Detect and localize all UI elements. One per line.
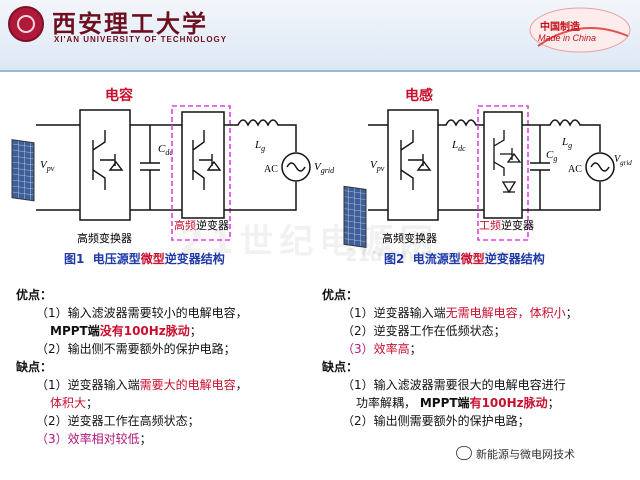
right-pro-3: （3）效率高；: [342, 342, 422, 356]
svg-text:工频逆变器: 工频逆变器: [479, 218, 534, 232]
right-con-1-cont: 功率解耦， MPPT端有100Hz脉动；: [356, 396, 560, 410]
right-pros-cons: 优点： （1）逆变器输入端无需电解电容，体积小； （2）逆变器工作在低频状态； …: [322, 286, 578, 430]
svg-text:Cdc: Cdc: [158, 143, 173, 157]
left-pro-1: （1）输入滤波器需要较小的电解电容，: [36, 306, 248, 320]
inverter-diagrams: 电容 Vpv 高频变换器 Cdc 高频逆变器 Lg AC Vgrid 电感 Vp…: [11, 87, 632, 249]
dc-inductor-icon: [438, 119, 484, 127]
right-pro-1: （1）逆变器输入端无需电解电容，体积小；: [342, 306, 578, 320]
high-frequency-converter-block: [79, 109, 131, 221]
svg-text:高频变换器: 高频变换器: [382, 231, 437, 245]
left-con-3: （3）效率相对较低；: [36, 432, 152, 446]
right-con-2: （2）输出侧需要额外的保护电路；: [342, 414, 530, 428]
figure2-caption: 图2 电流源型微型逆变器结构: [384, 252, 545, 266]
svg-text:Vgrid: Vgrid: [614, 154, 632, 167]
university-name-cn: 西安理工大学: [52, 9, 208, 38]
svg-text:Vpv: Vpv: [370, 159, 385, 173]
capacitor-label: 电容: [105, 87, 133, 104]
svg-text:Vpv: Vpv: [40, 159, 55, 173]
vpv-label: V: [40, 159, 48, 171]
right-con-1: （1）输入滤波器需要很大的电解电容进行: [342, 378, 566, 392]
grid-inductor-icon: [540, 119, 601, 152]
svg-text:Lg: Lg: [561, 136, 572, 150]
voltage-source-diagram: 电容 Vpv 高频变换器 Cdc 高频逆变器 Lg AC Vgrid: [11, 87, 335, 245]
pv-panel-icon: [343, 185, 367, 249]
lf-inverter-highlight-box: [477, 105, 529, 241]
account-name: 新能源与微电网技术: [476, 448, 575, 461]
left-con-2: （2）逆变器工作在高频状态；: [36, 414, 200, 428]
figure1-caption: 图1 电压源型微型逆变器结构: [64, 252, 225, 266]
watermark: 21世纪电源网: [180, 222, 440, 262]
svg-text:Cg: Cg: [546, 149, 557, 163]
university-name-en: XI'AN UNIVERSITY OF TECHNOLOGY: [54, 35, 228, 44]
svg-text:Vgrid: Vgrid: [314, 161, 335, 175]
left-pro-1-cont: MPPT端没有100Hz脉动；: [50, 324, 202, 338]
pros-heading: 优点：: [322, 288, 359, 302]
high-frequency-inverter-block: [181, 111, 225, 219]
left-con-1: （1）逆变器输入端需要大的电解电容，: [36, 378, 248, 392]
svg-text:Lg: Lg: [254, 139, 265, 153]
high-frequency-converter-block: [387, 109, 439, 221]
inductor-icon: [224, 119, 297, 152]
left-con-1-cont: 体积大；: [50, 396, 99, 410]
made-in-china-badge-icon: [529, 7, 631, 53]
svg-text:高频逆变器: 高频逆变器: [174, 218, 229, 232]
university-seal-icon: [8, 6, 44, 42]
svg-text:AC: AC: [568, 164, 582, 175]
pros-heading: 优点：: [16, 288, 53, 302]
inductor-label: 电感: [405, 87, 433, 104]
right-pro-2: （2）逆变器工作在低频状态；: [342, 324, 506, 338]
block1-label: 高频变换器: [77, 231, 132, 245]
hf-inverter-highlight-box: [171, 105, 231, 241]
current-source-diagram: 电感 Vpv 高频变换器 Ldc 工频逆变器 Cg Lg AC Vgrid: [343, 87, 632, 249]
cons-heading: 缺点：: [16, 360, 53, 374]
watermark-url: 21dianyuan.com: [345, 245, 513, 266]
dc-capacitor-icon: [140, 125, 160, 210]
badge-text-cn: 中国制造: [540, 22, 580, 33]
svg-text:Ldc: Ldc: [451, 139, 466, 153]
left-pros-cons: 优点： （1）输入滤波器需要较小的电解电容， MPPT端没有100Hz脉动； （…: [16, 286, 248, 448]
pv-panel-icon: [11, 139, 35, 202]
wechat-icon: [456, 446, 472, 460]
badge-text-en: Made in China: [538, 33, 597, 43]
header-bar: 西安理工大学 XI'AN UNIVERSITY OF TECHNOLOGY 中国…: [0, 0, 640, 72]
line-frequency-inverter-block: [483, 111, 523, 219]
cons-heading: 缺点：: [322, 360, 359, 374]
svg-text:AC: AC: [264, 164, 278, 175]
left-pro-2: （2）输出侧不需要额外的保护电路；: [36, 342, 236, 356]
